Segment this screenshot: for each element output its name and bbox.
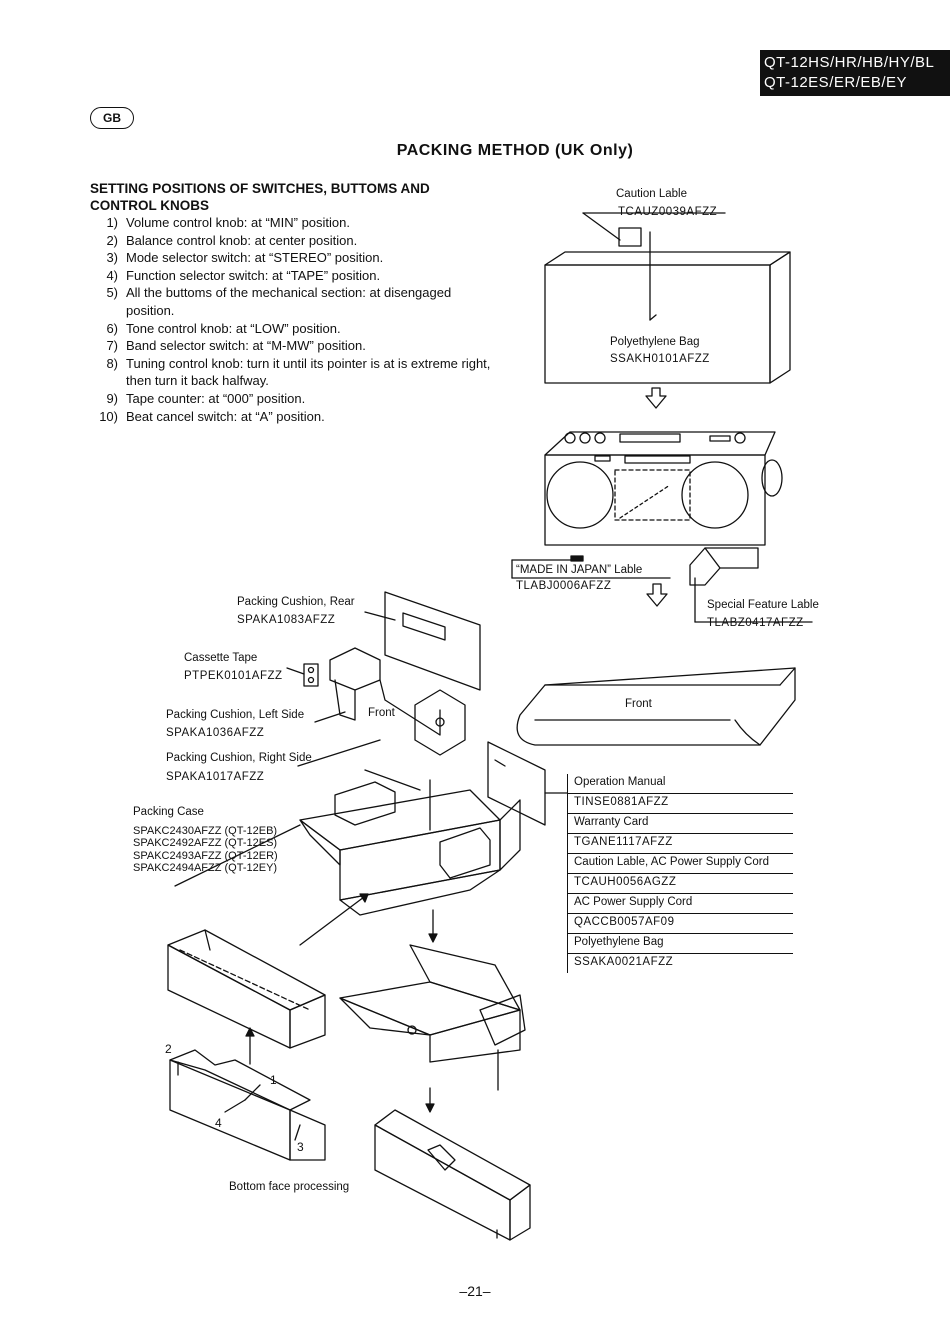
arrow-down-icon-2 — [646, 583, 668, 607]
item-number: 6) — [106, 320, 118, 336]
part-name: Warranty Card — [568, 813, 793, 833]
settings-item: 9) Tape counter: at “000” position. — [80, 390, 500, 408]
caution-lable-code: TCAUZ0039AFZZ — [618, 206, 718, 218]
parts-list: Operation Manual TINSE0881AFZZ Warranty … — [567, 774, 793, 973]
settings-item: 4) Function selector switch: at “TAPE” po… — [80, 267, 500, 285]
settings-heading-line-2: CONTROL KNOBS — [90, 198, 210, 213]
part-name: Polyethylene Bag — [568, 933, 793, 953]
item-number: 9) — [106, 390, 118, 406]
arrow-icons — [245, 893, 438, 1113]
model-line-1: QT-12HS/HR/HB/HY/BL — [764, 54, 935, 71]
front-cushion-label: Front — [368, 707, 395, 719]
part-name: Operation Manual — [574, 776, 666, 788]
cushion-left-code: SPAKA1036AFZZ — [166, 727, 265, 739]
item-number: 5) — [106, 285, 118, 301]
front-cover-drawing — [516, 667, 796, 746]
bottom-face-drawing — [169, 1049, 326, 1161]
operation-manual-drawing — [487, 741, 568, 826]
special-feature-code: TLABZ0417AFZZ — [707, 617, 804, 629]
item-text: Tone control knob: at “LOW” position. — [126, 320, 341, 336]
step-1-label: 1 — [270, 1073, 277, 1087]
item-number: 10) — [99, 408, 118, 424]
item-number: 1) — [106, 215, 118, 230]
item-text: Mode selector switch: at “STEREO” positi… — [126, 250, 384, 266]
made-in-japan-pointer — [511, 555, 671, 579]
outer-carton-drawing — [544, 212, 791, 384]
item-text: Beat cancel switch: at “A” position. — [126, 408, 325, 424]
cushion-rear-drawing — [364, 591, 481, 691]
packing-case-code: SPAKC2494AFZZ (QT-12EY) — [133, 862, 278, 874]
cassette-tape-code: PTPEK0101AFZZ — [184, 670, 283, 682]
packing-case-code: SPAKC2493AFZZ (QT-12ER) — [133, 849, 278, 862]
part-name: AC Power Supply Cord — [568, 893, 793, 913]
special-feature-label: Special Feature Lable — [707, 599, 819, 611]
made-in-japan-label: “MADE IN JAPAN” Lable — [516, 564, 643, 576]
part-name: Caution Lable, AC Power Supply Cord — [568, 853, 793, 873]
poly-bag-code: SSAKH0101AFZZ — [610, 353, 710, 365]
bottom-face-label: Bottom face processing — [229, 1181, 350, 1193]
model-number-box: QT-12HS/HR/HB/HY/BL QT-12ES/ER/EB/EY — [760, 50, 950, 96]
arrow-down-icon — [645, 387, 667, 409]
item-number: 2) — [106, 232, 118, 248]
page-title: PACKING METHOD (UK Only) — [396, 142, 634, 159]
cushion-left-label: Packing Cushion, Left Side — [166, 709, 305, 721]
packing-case-code: SPAKC2430AFZZ (QT-12EB) — [133, 824, 278, 837]
model-line-2: QT-12ES/ER/EB/EY — [764, 74, 908, 91]
radio-cassette-drawing — [544, 431, 783, 546]
settings-item: 5) All the buttoms of the mechanical sect… — [80, 284, 500, 319]
side-cushions-drawing — [297, 647, 466, 767]
part-code: TINSE0881AFZZ — [568, 793, 793, 813]
poly-bag-label: Polyethylene Bag — [610, 336, 700, 348]
caution-lable-label: Caution Lable — [616, 188, 687, 200]
item-text: Band selector switch: at “M-MW” position… — [126, 338, 366, 354]
item-number: 4) — [106, 267, 118, 283]
part-code: QACCB0057AF09 — [568, 913, 793, 933]
item-number: 3) — [106, 250, 118, 266]
step-2-label: 2 — [165, 1042, 172, 1056]
cassette-tape-label: Cassette Tape — [184, 652, 258, 664]
special-feature-label-drawing — [689, 547, 813, 623]
item-text: All the buttoms of the mechanical sectio… — [126, 285, 452, 318]
front-cover-label: Front — [625, 698, 652, 710]
item-text: Volume control knob: at “MIN” position. — [126, 215, 350, 230]
packing-case-drawing — [174, 769, 521, 916]
part-code: SSAKA0021AFZZ — [568, 953, 793, 973]
part-code: TGANE1117AFZZ — [568, 833, 793, 853]
packing-case-list: Packing Case SPAKC2430AFZZ (QT-12EB) SPA… — [133, 806, 278, 875]
closing-case-drawing — [374, 1109, 531, 1241]
settings-heading: SETTING POSITIONS OF SWITCHES, BUTTOMS A… — [90, 180, 500, 214]
settings-item: 8) Tuning control knob: turn it until its… — [80, 355, 500, 390]
empty-case-drawing — [167, 929, 326, 1049]
settings-item: 10) Beat cancel switch: at “A” position. — [80, 408, 500, 426]
settings-item: 1) Volume control knob: at “MIN” position… — [80, 214, 500, 232]
cushion-rear-label: Packing Cushion, Rear — [237, 596, 355, 608]
cassette-tape-icon — [286, 663, 319, 687]
settings-list: 1) Volume control knob: at “MIN” position… — [80, 214, 500, 425]
settings-item: 2) Balance control knob: at center positi… — [80, 232, 500, 250]
item-text: Balance control knob: at center position… — [126, 232, 358, 248]
settings-item: 6) Tone control knob: at “LOW” position. — [80, 320, 500, 338]
settings-heading-line-1: SETTING POSITIONS OF SWITCHES, BUTTOMS A… — [90, 181, 430, 196]
opened-case-drawing — [339, 944, 526, 1091]
item-text: Function selector switch: at “TAPE” posi… — [126, 267, 381, 283]
item-text: Tuning control knob: turn it until its p… — [126, 355, 491, 389]
cushion-rear-code: SPAKA1083AFZZ — [237, 614, 336, 626]
page-number: –21– — [459, 1283, 491, 1299]
item-text: Tape counter: at “000” position. — [126, 390, 306, 406]
packing-case-code: SPAKC2492AFZZ (QT-12ES) — [133, 837, 278, 849]
part-code: TCAUH0056AGZZ — [568, 873, 793, 893]
settings-item: 7) Band selector switch: at “M-MW” positi… — [80, 337, 500, 355]
step-3-label: 3 — [297, 1140, 304, 1154]
cushion-right-code: SPAKA1017AFZZ — [166, 771, 265, 783]
region-badge: GB — [90, 107, 134, 129]
packing-case-label: Packing Case — [133, 806, 204, 818]
step-4-label: 4 — [215, 1116, 222, 1130]
item-number: 7) — [106, 338, 118, 354]
made-in-japan-code: TLABJ0006AFZZ — [516, 580, 612, 592]
settings-item: 3) Mode selector switch: at “STEREO” posi… — [80, 249, 500, 267]
item-number: 8) — [106, 355, 118, 371]
cushion-right-label: Packing Cushion, Right Side — [166, 752, 312, 764]
